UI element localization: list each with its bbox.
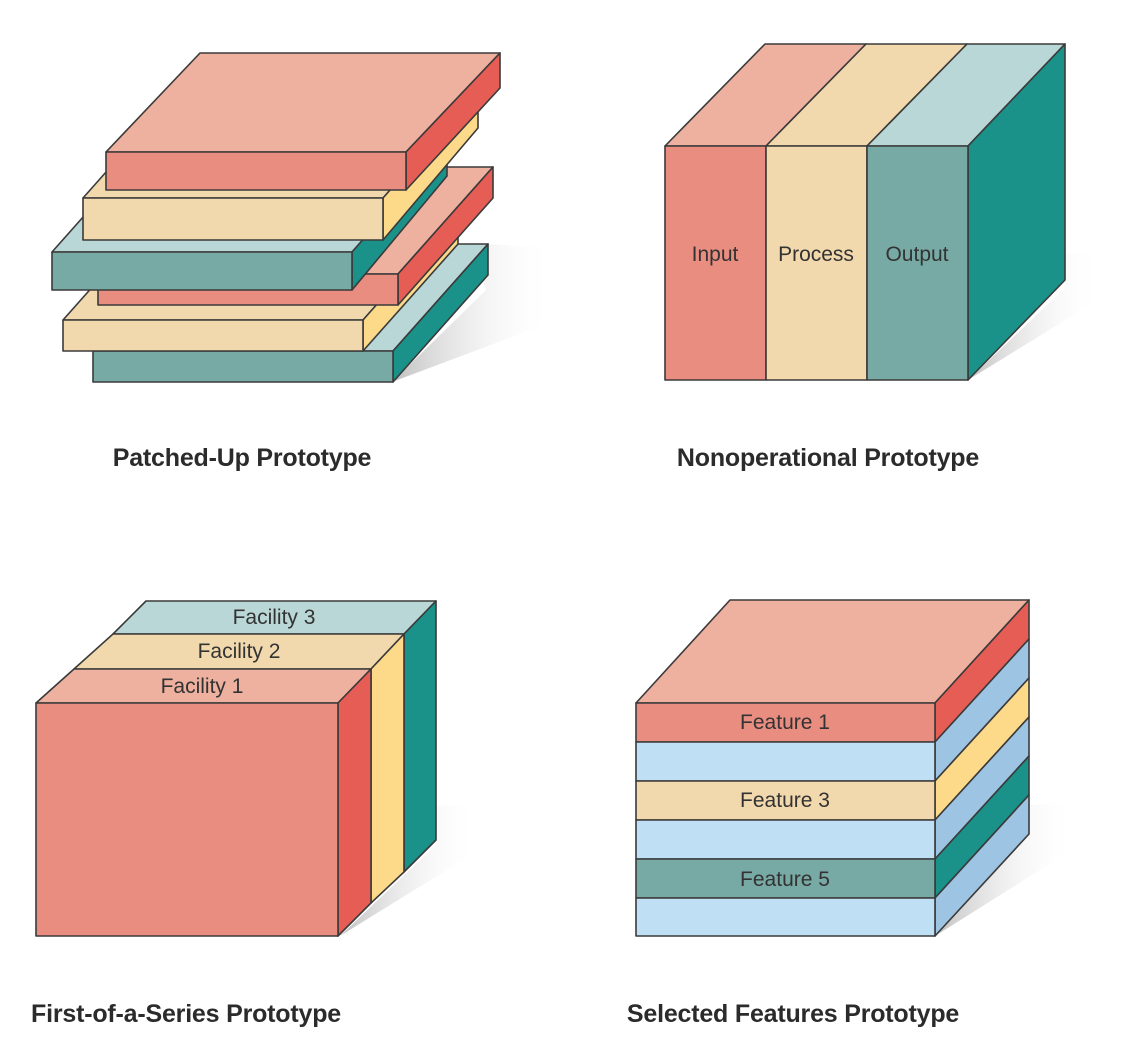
nonoperational-caption: Nonoperational Prototype xyxy=(677,444,979,472)
patched-up-prototype-panel: Patched-Up Prototype xyxy=(51,52,555,472)
feature-5-label: Feature 5 xyxy=(740,868,830,891)
input-label: Input xyxy=(692,243,739,266)
layer-2-front xyxy=(635,741,936,782)
first-of-series-shadow xyxy=(340,804,478,936)
output-label: Output xyxy=(885,243,948,266)
facility-2-side xyxy=(370,633,405,904)
feature-1-front xyxy=(635,702,936,743)
selected-features-prototype-panel: Feature 1 Feature 3 Feature 5 Selected F… xyxy=(627,599,1074,1028)
facility-1-front xyxy=(35,702,339,937)
nonoperational-shadow xyxy=(968,252,1100,380)
facility-3-label: Facility 3 xyxy=(233,606,316,629)
nonoperational-prototype-panel: Input Process Output Nonoperational Prot… xyxy=(664,43,1100,472)
selected-features-caption: Selected Features Prototype xyxy=(627,1000,960,1028)
first-of-series-prototype-panel: Facility 1 Facility 2 Facility 3 First-o… xyxy=(31,600,478,1028)
layer-4-front xyxy=(635,819,936,860)
feature-3-label: Feature 3 xyxy=(740,789,830,812)
facility-2-label: Facility 2 xyxy=(198,640,281,663)
feature-5-front xyxy=(635,858,936,899)
feature-1-label: Feature 1 xyxy=(740,711,830,734)
patched-up-shadow xyxy=(392,243,555,382)
process-label: Process xyxy=(778,243,854,266)
first-of-series-caption: First-of-a-Series Prototype xyxy=(31,1000,341,1028)
output-segment xyxy=(866,145,969,381)
facility-1-label: Facility 1 xyxy=(161,675,244,698)
layer-6-front xyxy=(635,897,936,937)
process-segment xyxy=(765,145,868,381)
facility-1-side xyxy=(337,668,372,937)
input-segment xyxy=(664,145,767,381)
slab-coral-top xyxy=(105,52,501,191)
patched-up-caption: Patched-Up Prototype xyxy=(113,444,372,472)
selected-features-shadow xyxy=(935,803,1074,936)
facility-3-side xyxy=(403,600,437,873)
